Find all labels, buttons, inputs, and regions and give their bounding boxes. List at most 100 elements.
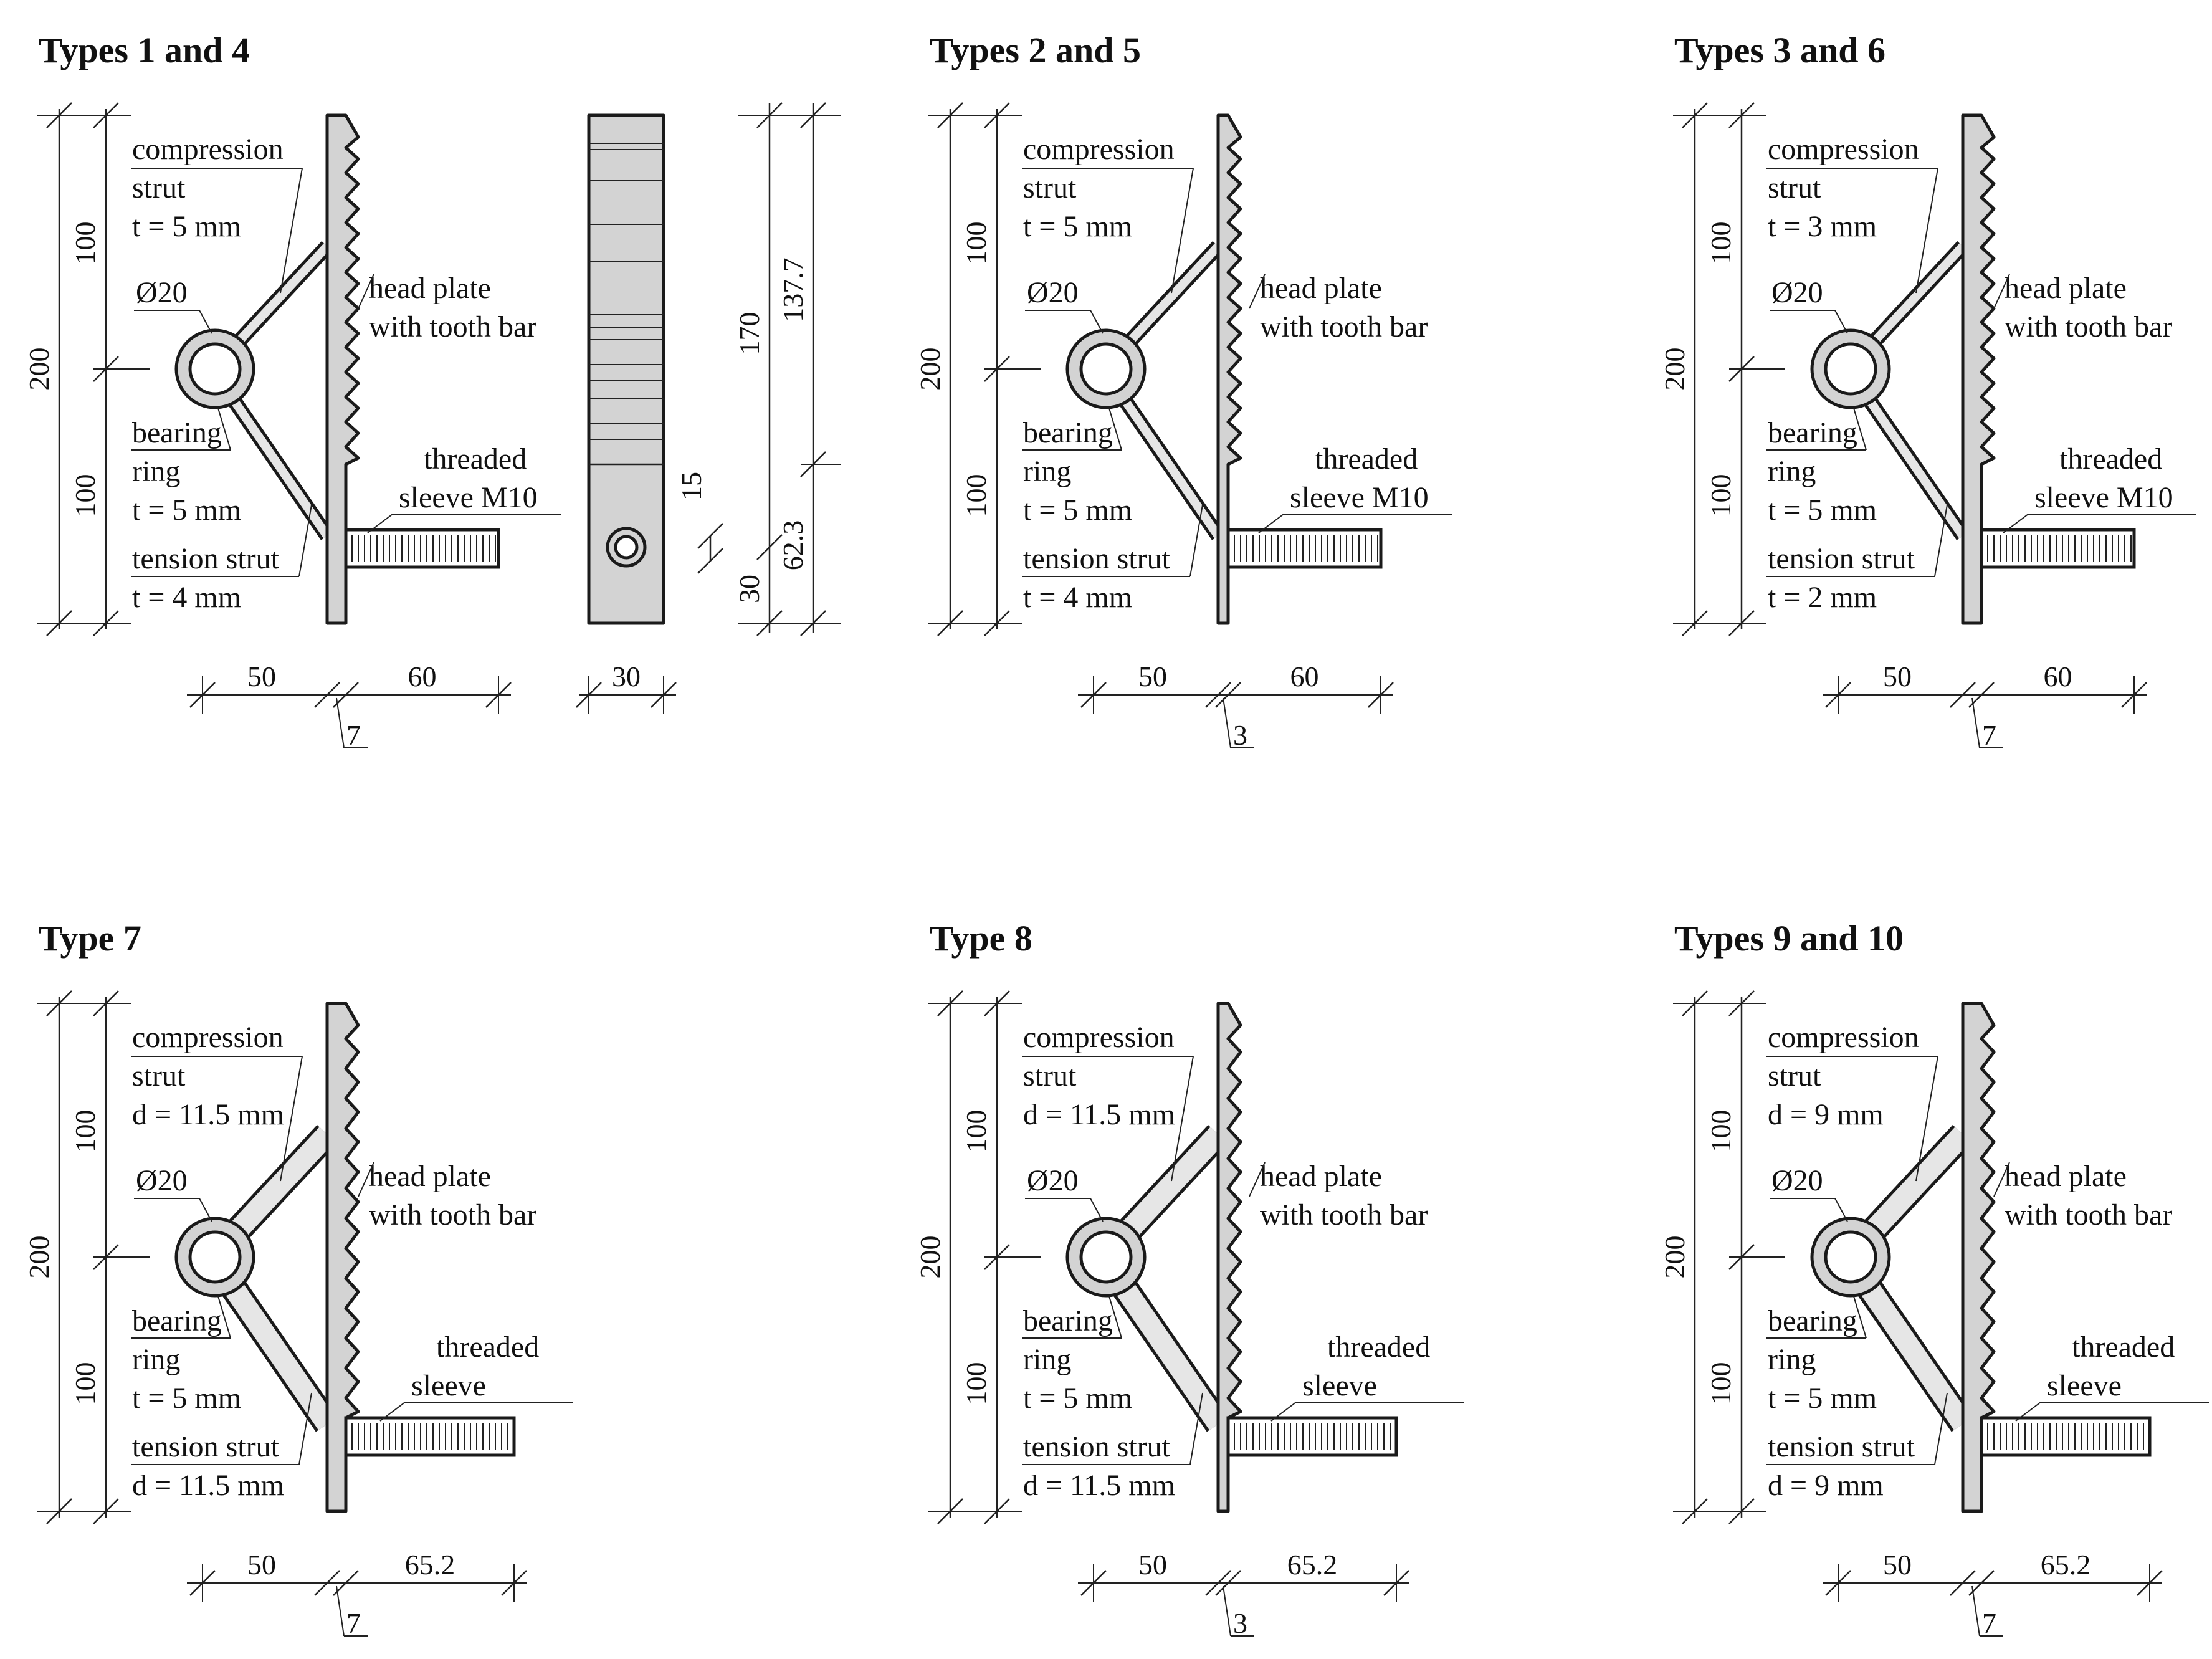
compression-strut-label: d = 11.5 mm — [1023, 1098, 1175, 1131]
dimension-tick — [314, 1570, 340, 1596]
head-plate-label: head plate — [2005, 1160, 2127, 1193]
bearing-ring-hole — [1824, 1230, 1877, 1284]
diameter-leader — [1090, 1198, 1104, 1222]
head-plate-side-view — [587, 113, 665, 625]
threaded-sleeve-label: sleeve — [411, 1369, 486, 1402]
dim-137-7-value: 137.7 — [777, 257, 809, 322]
tension-label-leader — [1189, 504, 1203, 577]
ring-diameter-label: Ø20 — [136, 1164, 188, 1197]
panel-title: Types 9 and 10 — [1674, 918, 1904, 959]
dim-depth-value: 50 — [1138, 661, 1167, 692]
plate-thickness-leader — [336, 697, 345, 748]
tension-strut-label: tension strut — [1023, 1430, 1171, 1463]
dim-total-value: 200 — [23, 1236, 55, 1279]
tension-strut-label: tension strut — [132, 1430, 280, 1463]
tension-strut-label: tension strut — [1768, 1430, 1915, 1463]
diameter-leader — [199, 1198, 212, 1222]
dim-170-value: 170 — [733, 312, 765, 355]
threaded-sleeve-label: sleeve M10 — [2034, 481, 2173, 514]
sleeve-label-leader — [1258, 514, 1284, 533]
sleeve-label-leader — [379, 1402, 406, 1422]
compression-strut-fill — [1126, 243, 1222, 345]
plate-thickness-leader — [1223, 1585, 1231, 1637]
compression-strut-label: compression — [1023, 1021, 1175, 1054]
tension-strut-label: t = 2 mm — [1768, 581, 1877, 614]
head-plate — [1216, 113, 1242, 625]
dim-depth-value: 50 — [1138, 1549, 1167, 1580]
bearing-ring-label: t = 5 mm — [1023, 494, 1132, 527]
threaded-sleeve-label: threaded — [424, 442, 527, 476]
dim-depth-value: 50 — [247, 1549, 276, 1580]
bearing-ring-hole — [188, 1230, 242, 1284]
dim-62-3-value: 62.3 — [777, 520, 809, 571]
head-plate-label: with tooth bar — [369, 310, 536, 343]
dim-upper-value: 100 — [1705, 1110, 1737, 1153]
ring-label-leader — [1853, 1296, 1867, 1339]
head-plate — [1216, 1002, 1242, 1513]
compression-strut-fill — [1866, 1127, 1971, 1237]
compression-label-leader — [1915, 1056, 1938, 1182]
bearing-ring-label: t = 5 mm — [132, 1382, 241, 1415]
dim-15-value: 15 — [675, 472, 707, 500]
dim-total-value: 200 — [1659, 348, 1690, 391]
head-plate-label: with tooth bar — [2005, 1198, 2172, 1231]
dim-lower-value: 100 — [1705, 1362, 1737, 1405]
plate-thickness-leader — [1223, 697, 1231, 748]
dimension-tick — [1950, 1570, 1976, 1596]
dim-sleeve-length: 65.2 — [1287, 1549, 1338, 1580]
compression-strut-label: compression — [1023, 133, 1175, 166]
dim-upper-value: 100 — [960, 222, 992, 265]
tension-label-leader — [1934, 1392, 1948, 1465]
dim-total-value: 200 — [914, 1236, 946, 1279]
compression-strut-label: compression — [1768, 133, 1919, 166]
head-plate-label: head plate — [1260, 1160, 1382, 1193]
threaded-sleeve-label: threaded — [1315, 442, 1418, 476]
threaded-sleeve-label: sleeve — [2047, 1369, 2122, 1402]
compression-strut-label: strut — [1023, 1059, 1077, 1092]
ring-diameter-label: Ø20 — [136, 276, 188, 309]
ring-diameter-label: Ø20 — [1771, 1164, 1823, 1197]
dim-30-value: 30 — [733, 575, 765, 603]
threaded-sleeve-label: threaded — [436, 1331, 539, 1364]
dim-plate-thickness: 3 — [1233, 719, 1247, 751]
ring-diameter-label: Ø20 — [1771, 276, 1823, 309]
sleeve-hole-bore — [614, 535, 639, 560]
bearing-ring-label: t = 5 mm — [1768, 1382, 1877, 1415]
dimension-tick — [314, 682, 340, 708]
threaded-sleeve — [344, 1416, 516, 1457]
ring-diameter-label: Ø20 — [1027, 1164, 1079, 1197]
ring-label-leader — [217, 408, 231, 451]
compression-strut-label: compression — [132, 1021, 284, 1054]
dim-plate-thickness: 7 — [1982, 719, 1996, 751]
dim-plate-thickness: 7 — [346, 719, 361, 751]
sleeve-label-leader — [1270, 1402, 1297, 1422]
bearing-ring-label: ring — [1023, 455, 1071, 488]
dimension-tick — [1205, 1570, 1231, 1596]
head-plate-label: head plate — [2005, 272, 2127, 305]
diameter-leader — [1834, 310, 1848, 334]
sleeve-label-leader — [2003, 514, 2029, 533]
ring-diameter-label: Ø20 — [1027, 276, 1079, 309]
threaded-sleeve — [1226, 1416, 1398, 1457]
dim-total-value: 200 — [23, 348, 55, 391]
bearing-ring-label: ring — [1768, 1343, 1816, 1376]
plate-thickness-leader — [1971, 1585, 1980, 1637]
tension-strut-fill — [230, 398, 331, 538]
dim-sleeve-length: 65.2 — [405, 1549, 455, 1580]
bearing-ring-label: bearing — [1768, 1304, 1857, 1337]
bearing-ring-hole — [1079, 1230, 1133, 1284]
head-plate-label: with tooth bar — [1260, 1198, 1428, 1231]
dimension-tick — [1950, 682, 1976, 708]
head-plate-label: with tooth bar — [2005, 310, 2172, 343]
dim-depth-value: 50 — [1883, 1549, 1912, 1580]
compression-strut-label: t = 5 mm — [1023, 210, 1132, 243]
compression-strut-label: strut — [132, 1059, 186, 1092]
bearing-ring-label: ring — [132, 1343, 180, 1376]
dimension-tick — [697, 548, 723, 574]
dim-sleeve-length: 60 — [408, 661, 437, 692]
tension-strut-label: tension strut — [1023, 542, 1171, 575]
